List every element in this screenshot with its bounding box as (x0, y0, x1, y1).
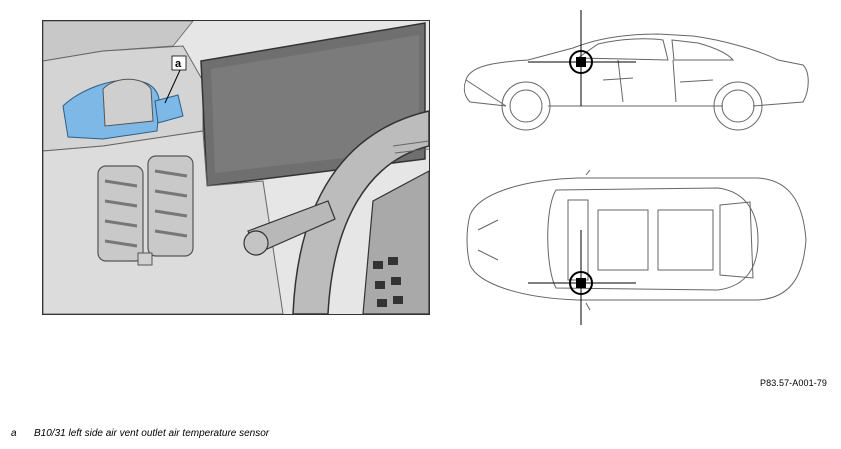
callout-label-a: a (175, 58, 182, 70)
sensor-highlight (62, 78, 184, 140)
figure-id: P83.57-A001-79 (760, 378, 827, 388)
crosshair-marker-icon (528, 230, 636, 325)
legend-item: a B10/31 left side air vent outlet air t… (11, 428, 269, 439)
air-vents (97, 155, 194, 266)
crosshair-marker-icon (528, 10, 636, 106)
vehicle-side-view (458, 10, 818, 138)
legend-text: B10/31 left side air vent outlet air tem… (34, 428, 270, 439)
vehicle-top-view (458, 169, 818, 325)
legend-key: a (11, 428, 17, 439)
detail-illustration: a (42, 20, 430, 315)
